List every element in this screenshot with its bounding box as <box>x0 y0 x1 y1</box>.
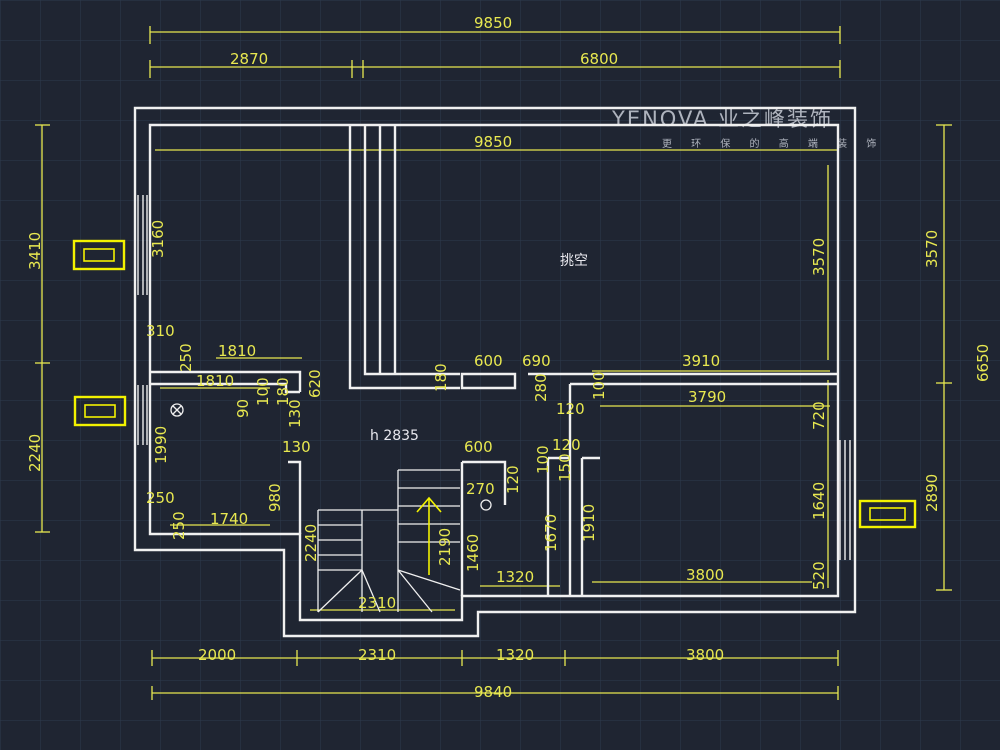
dim-1320a: 1320 <box>496 568 534 586</box>
dim-inner-right-upper: 3570 <box>810 238 828 276</box>
window-marks <box>137 195 851 560</box>
dim-3910: 3910 <box>682 352 720 370</box>
dim-3800a: 3800 <box>686 566 724 584</box>
dim-310: 310 <box>146 322 175 340</box>
dim-120a: 120 <box>556 400 585 418</box>
dim-inner-top: 9850 <box>474 133 512 151</box>
dim-top-right: 6800 <box>580 50 618 68</box>
dim-180a: 180 <box>274 377 292 406</box>
dim-bottom-total: 9840 <box>474 683 512 701</box>
dim-620: 620 <box>306 369 324 398</box>
dim-left-lower: 2240 <box>26 434 44 472</box>
dim-left-upper: 3410 <box>26 232 44 270</box>
dim-1670: 1670 <box>542 514 560 552</box>
dimension-texts-horizontal: 9850 2870 6800 9850 310 1810 1810 130 25… <box>146 14 726 701</box>
window-unit-icon <box>72 239 126 271</box>
dim-280: 280 <box>532 373 550 402</box>
dim-100c: 100 <box>534 445 552 474</box>
dimension-texts-vertical: 3410 2240 3160 250 90 100 180 620 130 19… <box>26 220 992 590</box>
dim-150: 150 <box>556 453 574 482</box>
brand-logo: YENOVA 业之峰装饰 <box>611 107 833 131</box>
window-unit-icon <box>73 395 127 427</box>
dim-2190: 2190 <box>436 528 454 566</box>
dim-2310a: 2310 <box>358 594 396 612</box>
dim-1810a: 1810 <box>218 342 256 360</box>
dim-bottom-3800: 3800 <box>686 646 724 664</box>
dim-180b: 180 <box>432 363 450 392</box>
dim-right-upper: 3570 <box>923 230 941 268</box>
dim-250b: 250 <box>146 489 175 507</box>
dim-1460: 1460 <box>464 534 482 572</box>
dim-250a: 250 <box>177 343 195 372</box>
stair-arrow-icon <box>416 496 442 575</box>
drain-fixture-icon <box>480 499 492 511</box>
dim-window-left-top: 3160 <box>149 220 167 258</box>
dim-inner-right-1640: 1640 <box>810 482 828 520</box>
dim-600b: 600 <box>464 438 493 456</box>
brand-slogan: 更 环 保 的 高 端 装 饰 <box>662 137 884 150</box>
dim-120b: 120 <box>552 436 581 454</box>
ceiling-height-label: h 2835 <box>370 428 419 444</box>
dim-right-lower: 2890 <box>923 474 941 512</box>
dim-120c: 120 <box>504 465 522 494</box>
dim-inner-right-720: 720 <box>810 401 828 430</box>
window-unit-icon <box>858 499 917 529</box>
dim-top-total: 9850 <box>474 14 512 32</box>
dim-3790: 3790 <box>688 388 726 406</box>
dim-100b: 100 <box>590 371 608 400</box>
dim-bottom-2000: 2000 <box>198 646 236 664</box>
dim-130b: 130 <box>282 438 311 456</box>
dim-600a: 600 <box>474 352 503 370</box>
dim-250c: 250 <box>170 511 188 540</box>
dim-right-total: 6650 <box>974 344 992 382</box>
dim-1990: 1990 <box>152 426 170 464</box>
void-label: 挑空 <box>560 253 588 269</box>
light-fixture-icon <box>170 403 184 417</box>
dim-100: 100 <box>254 377 272 406</box>
dim-top-left: 2870 <box>230 50 268 68</box>
dim-270: 270 <box>466 480 495 498</box>
dim-90: 90 <box>234 399 252 418</box>
dim-1910: 1910 <box>580 504 598 542</box>
dim-1740: 1740 <box>210 510 248 528</box>
dimension-lines <box>35 26 952 700</box>
dim-bottom-1320: 1320 <box>496 646 534 664</box>
walls <box>133 106 857 638</box>
dim-130a: 130 <box>286 399 304 428</box>
dim-1810b: 1810 <box>196 372 234 390</box>
dim-inner-right-520: 520 <box>810 561 828 590</box>
dim-690: 690 <box>522 352 551 370</box>
dim-bottom-2310: 2310 <box>358 646 396 664</box>
dim-2240: 2240 <box>302 524 320 562</box>
dim-980: 980 <box>266 483 284 512</box>
